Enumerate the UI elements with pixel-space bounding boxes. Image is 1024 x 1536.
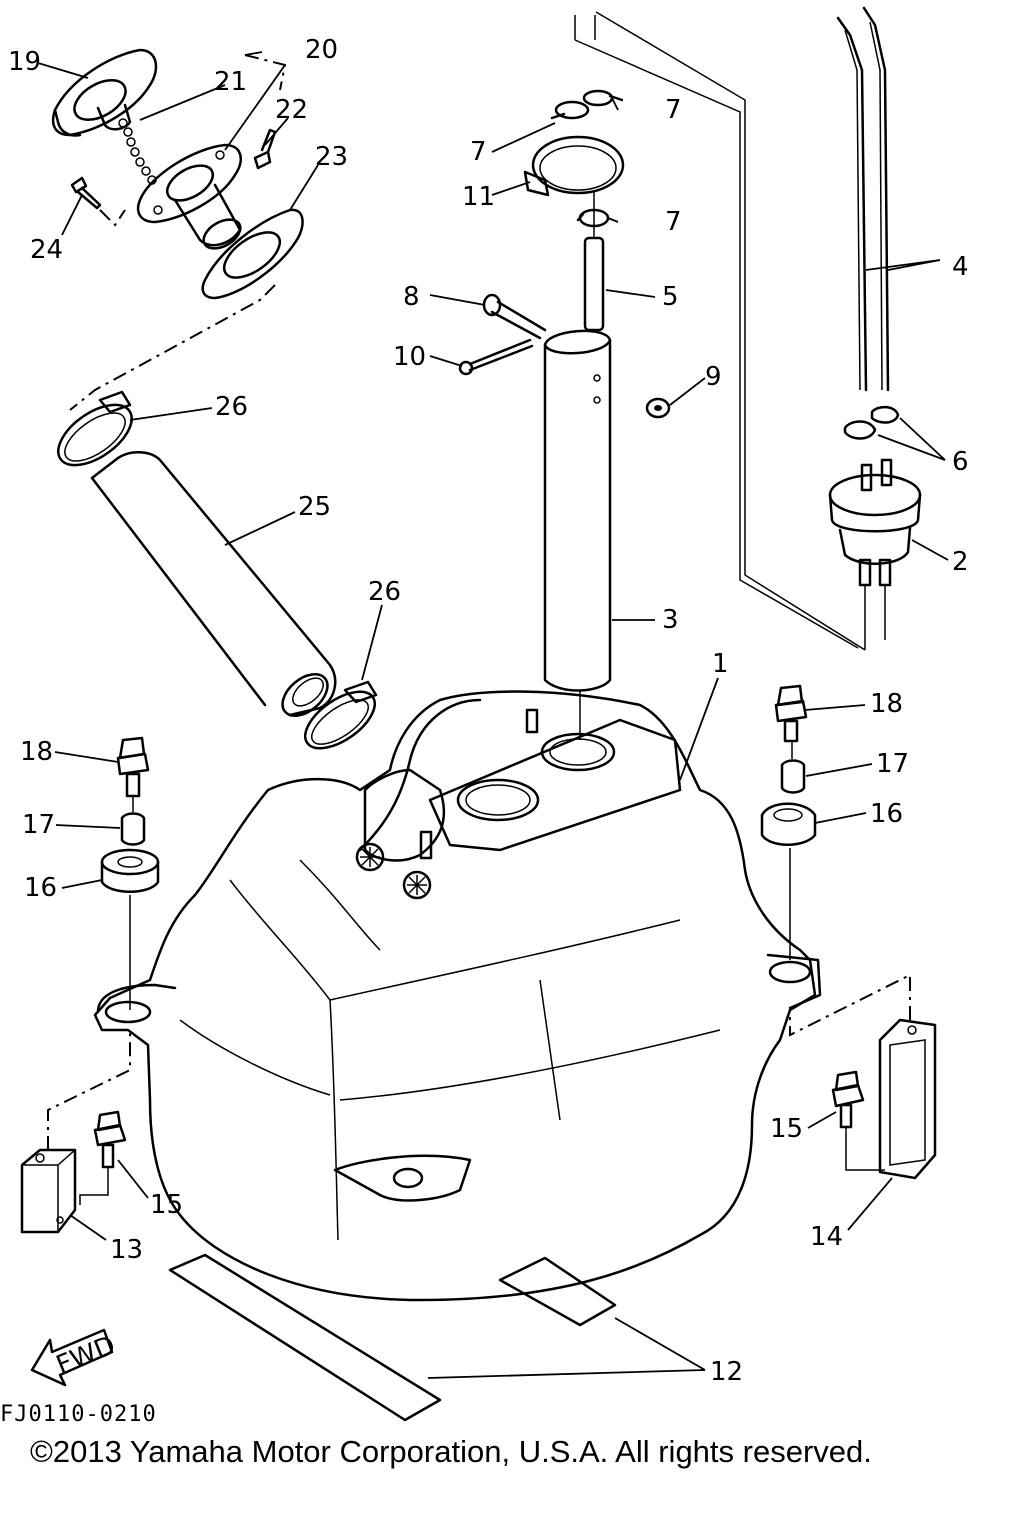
copyright-notice: ©2013 Yamaha Motor Corporation, U.S.A. A… [30, 1434, 872, 1469]
part-17-collar-left [120, 795, 146, 846]
callout-13: 13 [110, 1235, 143, 1265]
part-12-pads [168, 1253, 617, 1422]
callout-16-left: 16 [24, 873, 57, 903]
callout-15-right: 15 [770, 1114, 803, 1144]
part-19-filler-cap [51, 48, 158, 137]
callout-20: 20 [305, 35, 338, 65]
part-5-pipe [583, 190, 605, 332]
callout-9: 9 [705, 362, 722, 392]
part-3-tube [543, 329, 612, 740]
part-26-clamp-bottom [304, 680, 378, 750]
part-18-bolt-right [774, 684, 808, 743]
callout-5: 5 [662, 282, 679, 312]
part-6-clips [843, 405, 900, 440]
part-11-band-clamp [523, 135, 625, 197]
part-8-pin [482, 293, 547, 340]
part-13-bracket-left [20, 1030, 131, 1234]
part-25-filler-hose [90, 451, 337, 717]
part-16-grommet-right [760, 802, 817, 960]
part-10-cotter-pin [458, 338, 534, 376]
part-21-chain [118, 118, 157, 185]
part-22-screw [253, 128, 277, 170]
callout-19: 19 [8, 47, 41, 77]
callout-18-right: 18 [870, 689, 903, 719]
fwd-arrow-icon: FWD [30, 1328, 120, 1387]
callout-10: 10 [393, 342, 426, 372]
callout-24: 24 [30, 235, 63, 265]
part-17-collar-right [780, 740, 806, 794]
callout-26-top: 26 [215, 392, 248, 422]
part-18-bolt-left [116, 736, 150, 798]
callout-3: 3 [662, 605, 679, 635]
part-2-fuel-filter [828, 458, 922, 587]
part-20-filler-neck [136, 143, 242, 250]
callout-7-top: 7 [665, 95, 682, 125]
leader-lines [37, 51, 949, 1379]
part-23-gasket [201, 208, 304, 300]
callout-12: 12 [710, 1357, 743, 1387]
callout-1: 1 [712, 649, 729, 679]
callout-16-right: 16 [870, 799, 903, 829]
callouts: 19 20 21 22 23 24 7 7 11 7 8 5 10 9 4 6 … [8, 35, 969, 1387]
callout-18-left: 18 [20, 737, 53, 767]
part-15-bolt-left [79, 1110, 127, 1205]
callout-11: 11 [462, 182, 495, 212]
part-16-grommet-left [100, 848, 160, 1010]
callout-14: 14 [810, 1222, 843, 1252]
part-9-washer [645, 397, 671, 419]
callout-7-lower: 7 [665, 207, 682, 237]
callout-17-left: 17 [22, 810, 55, 840]
drawing-code: FJ0110-0210 [0, 1402, 157, 1427]
callout-26-bottom: 26 [368, 577, 401, 607]
part-14-bracket-right [789, 973, 937, 1180]
part-24-screw [70, 176, 102, 210]
callout-4: 4 [952, 252, 969, 282]
part-4-hoses [836, 6, 890, 392]
callout-22: 22 [275, 95, 308, 125]
callout-6: 6 [952, 447, 969, 477]
callout-17-right: 17 [876, 749, 909, 779]
callout-23: 23 [315, 142, 348, 172]
part-15-bolt-right [831, 1070, 885, 1171]
part-1-fuel-tank [93, 690, 822, 1302]
callout-7-left: 7 [470, 137, 487, 167]
callout-8: 8 [403, 282, 420, 312]
callout-2: 2 [952, 547, 969, 577]
callout-15-left: 15 [150, 1190, 183, 1220]
part-26-clamp-top [57, 390, 133, 467]
callout-25: 25 [298, 492, 331, 522]
callout-21: 21 [214, 67, 247, 97]
